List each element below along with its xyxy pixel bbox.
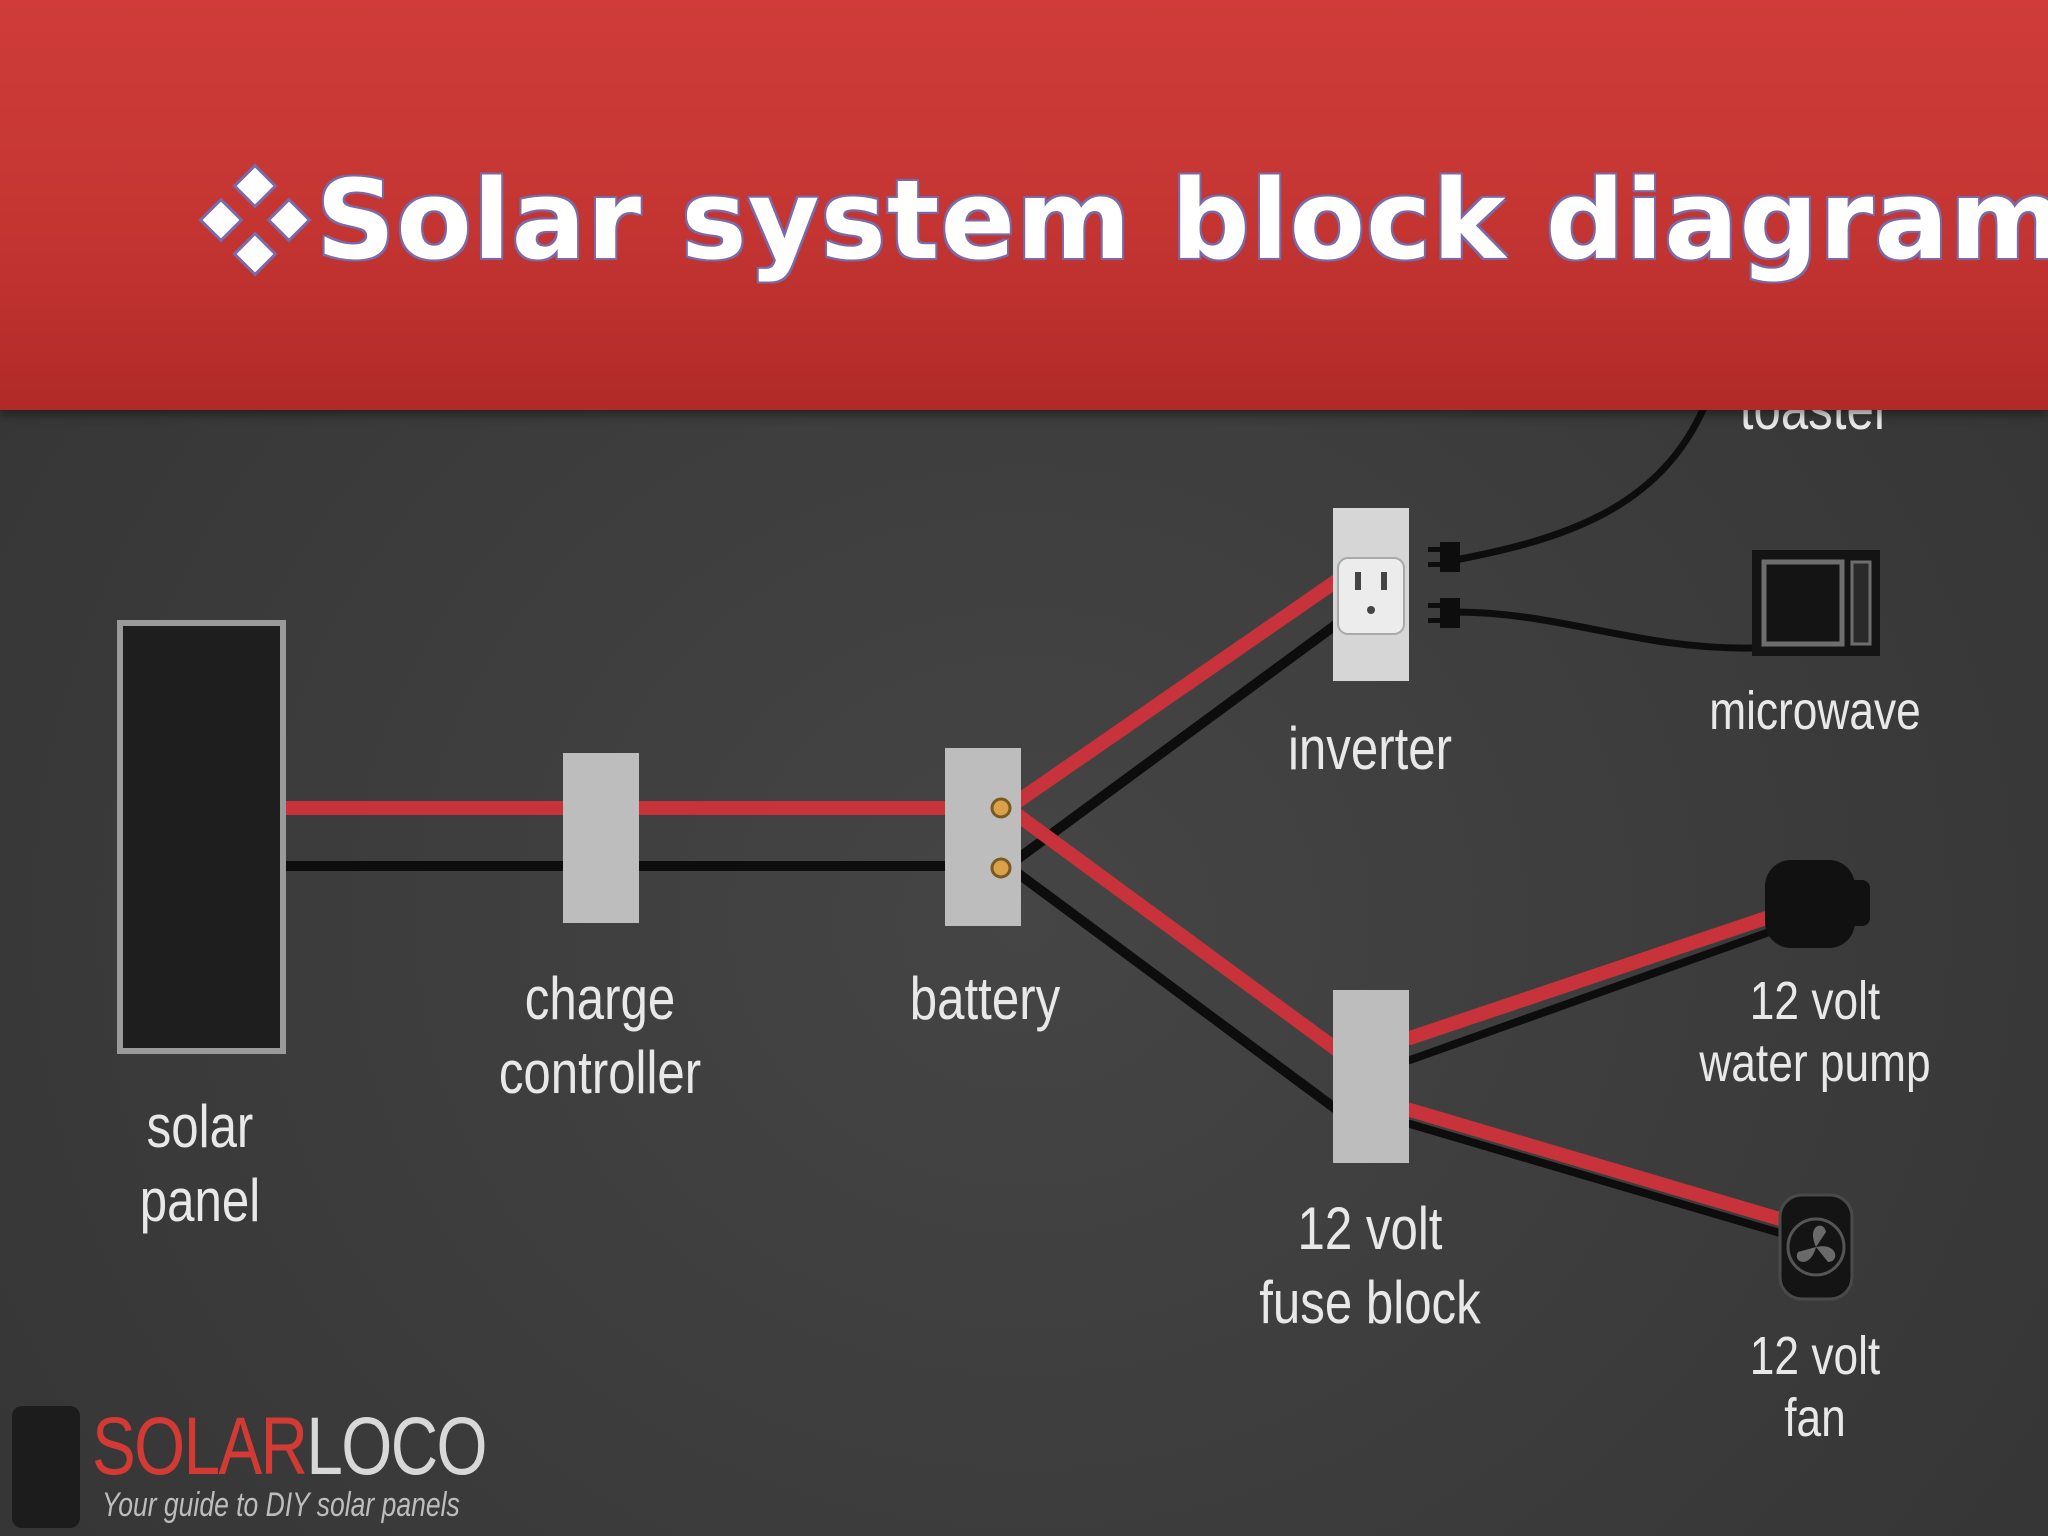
logo-tagline: Your guide to DIY solar panels <box>102 1486 460 1524</box>
label-solar-panel: solar panel <box>139 1093 261 1234</box>
cord-microwave <box>1451 608 1756 652</box>
positive-wire-battery-to-fuse-block <box>1001 801 1347 1059</box>
negative-wire-to-fan <box>1406 1120 1794 1240</box>
diamond-cluster-icon <box>200 165 310 275</box>
positive-wire-to-water-pump <box>1403 908 1782 1045</box>
title-banner: Solar system block diagram <box>0 0 2048 410</box>
logo-wordmark: SOLARLOCO <box>92 1401 488 1492</box>
positive-wire-battery-to-inverter <box>1001 568 1352 815</box>
label-inverter: inverter <box>1287 715 1453 782</box>
positive-wire-to-fan <box>1403 1103 1797 1229</box>
label-water-pump: 12 volt water pump <box>1699 971 1931 1093</box>
charge-controller-box <box>563 753 639 923</box>
page-title-text: Solar system block diagram <box>316 156 2048 284</box>
water-pump-icon <box>1765 860 1870 948</box>
label-charge-controller: charge controller <box>498 965 702 1106</box>
label-microwave: microwave <box>1709 681 1921 741</box>
battery-box <box>945 748 1021 926</box>
label-fan: 12 volt fan <box>1749 1326 1881 1448</box>
page-title: Solar system block diagram <box>200 150 2048 290</box>
label-battery: battery <box>909 965 1061 1032</box>
fan-icon <box>1778 1193 1854 1301</box>
label-fuse-block: 12 volt fuse block <box>1259 1195 1481 1336</box>
cord-toaster <box>1451 401 1709 564</box>
plug-icon-toaster <box>1428 542 1460 572</box>
fuse-block-box <box>1333 990 1409 1163</box>
plug-icon-microwave <box>1428 598 1460 628</box>
negative-wire-battery-to-inverter <box>1003 613 1350 871</box>
negative-wire-to-water-pump <box>1406 926 1779 1064</box>
battery-positive-terminal <box>990 797 1012 819</box>
negative-wire-battery-to-fuse-block <box>1003 861 1345 1117</box>
solar-panel <box>117 620 286 1054</box>
inverter-receptacle <box>1337 557 1405 635</box>
battery-negative-terminal <box>990 857 1012 879</box>
microwave-icon <box>1752 550 1880 656</box>
logo-mark-icon <box>12 1406 80 1528</box>
